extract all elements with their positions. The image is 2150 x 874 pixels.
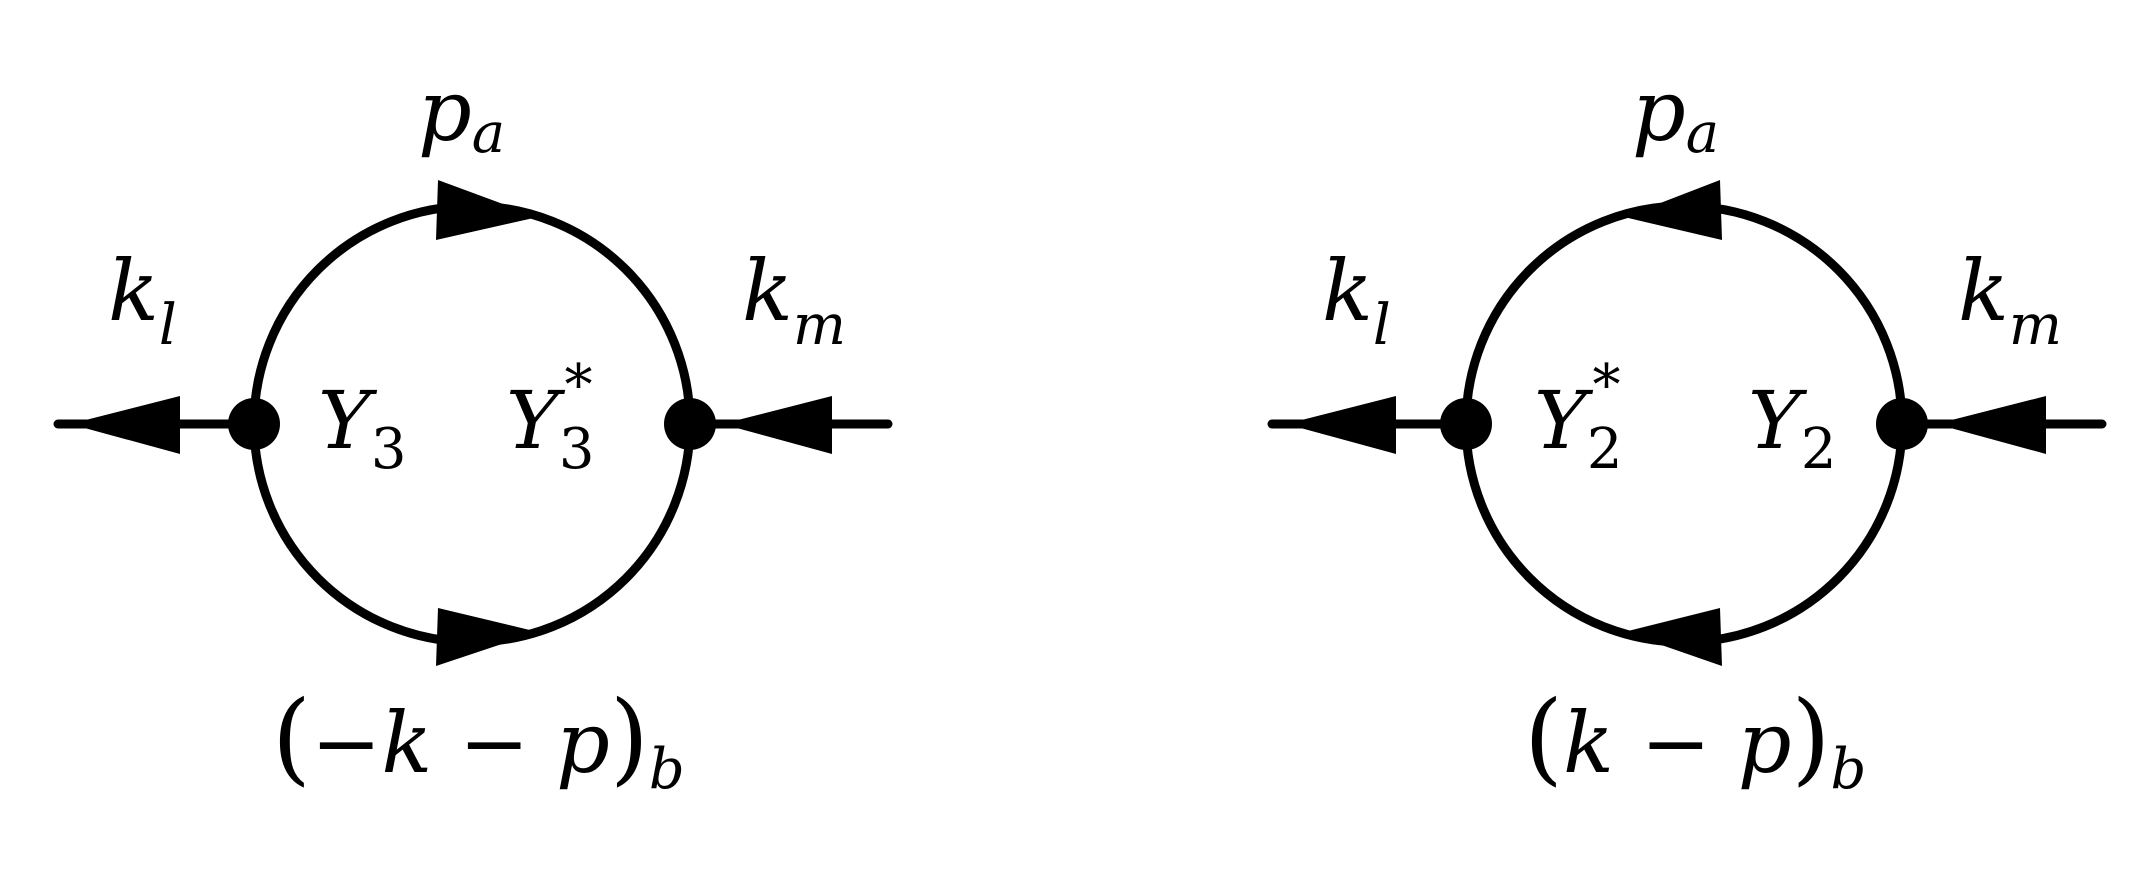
arrow-loop-top — [436, 180, 538, 240]
label-right-vertex: Y2 — [1748, 374, 1836, 482]
label-top-momentum: pa — [418, 62, 505, 166]
arrow-loop-top — [1624, 180, 1722, 240]
vertex-left — [1440, 398, 1492, 450]
arrow-loop-bottom — [436, 608, 538, 666]
label-right-momentum: km — [1958, 242, 2062, 358]
label-bottom-momentum: (−k − p)b — [272, 679, 685, 802]
vertex-left — [228, 398, 280, 450]
label-right-vertex: Y3* — [506, 353, 594, 482]
label-top-momentum: pa — [1632, 62, 1719, 166]
label-bottom-momentum: (k − p)b — [1524, 679, 1866, 802]
arrow-loop-bottom — [1624, 608, 1722, 666]
arrow-right-external — [722, 396, 832, 454]
arrow-left-external — [70, 396, 180, 454]
vertex-right — [1876, 398, 1928, 450]
label-left-vertex: Y2* — [1534, 353, 1622, 482]
label-left-momentum: kl — [1322, 242, 1391, 358]
arrow-left-external — [1286, 396, 1396, 454]
loop-circle-right — [1461, 201, 1907, 647]
arrow-right-external — [1936, 396, 2046, 454]
label-right-momentum: km — [742, 242, 846, 358]
label-left-vertex: Y3 — [318, 374, 406, 482]
diagram-left: pa kl km Y3 Y3* (−k − p)b — [53, 62, 893, 802]
label-left-momentum: kl — [108, 242, 177, 358]
diagram-right: pa kl km Y2* Y2 (k − p)b — [1267, 62, 2107, 802]
vertex-right — [664, 398, 716, 450]
